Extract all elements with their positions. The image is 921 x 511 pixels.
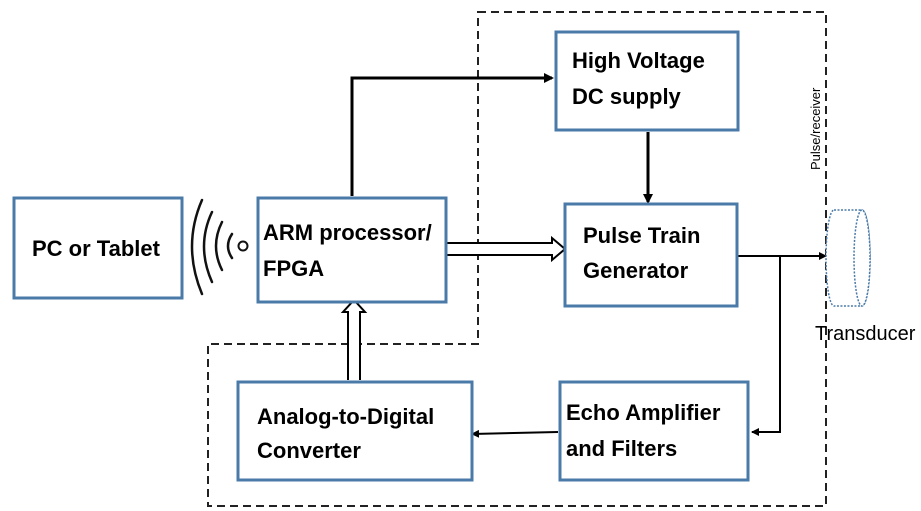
- transducer-label: Transducer: [815, 323, 916, 345]
- hv-block-label-line2: DC supply: [572, 84, 682, 109]
- adc-block: Analog-to-Digital Converter: [236, 380, 474, 482]
- pc-or-tablet-block: PC or Tablet: [12, 196, 184, 300]
- arm-block-label-line1: ARM processor/: [263, 220, 432, 245]
- pulse-train-generator-block: Pulse Train Generator: [563, 202, 739, 308]
- transducer-cylinder-icon: [825, 209, 871, 307]
- echo-block-label-line2: and Filters: [566, 436, 677, 461]
- high-voltage-dc-supply-block: High Voltage DC supply: [554, 30, 740, 132]
- echo-amplifier-block: Echo Amplifier and Filters: [558, 380, 750, 482]
- adc-block-label-line2: Converter: [257, 438, 361, 463]
- arm-to-ptg-hollow-arrow: [446, 235, 567, 263]
- adc-block-label-line1: Analog-to-Digital: [257, 404, 434, 429]
- hv-block-label-line1: High Voltage: [572, 48, 705, 73]
- arm-block-label-line2: FPGA: [263, 256, 324, 281]
- junction-to-echo-arrow: [751, 256, 781, 436]
- pc-block-label: PC or Tablet: [32, 236, 161, 261]
- ptg-block-label-line1: Pulse Train: [583, 223, 700, 248]
- ptg-block-label-line2: Generator: [583, 258, 689, 283]
- pulse-receiver-label: Pulse/receiver: [808, 87, 823, 170]
- echo-block-label-line1: Echo Amplifier: [566, 400, 721, 425]
- arm-fpga-block: ARM processor/ FPGA: [256, 196, 448, 304]
- echo-to-adc-arrow: [471, 429, 559, 438]
- arm-to-hv-arrow: [350, 73, 554, 196]
- pulse-receiver-boundary: [207, 11, 827, 507]
- wireless-signal-icon: [190, 198, 249, 296]
- adc-to-arm-hollow-arrow: [340, 298, 368, 380]
